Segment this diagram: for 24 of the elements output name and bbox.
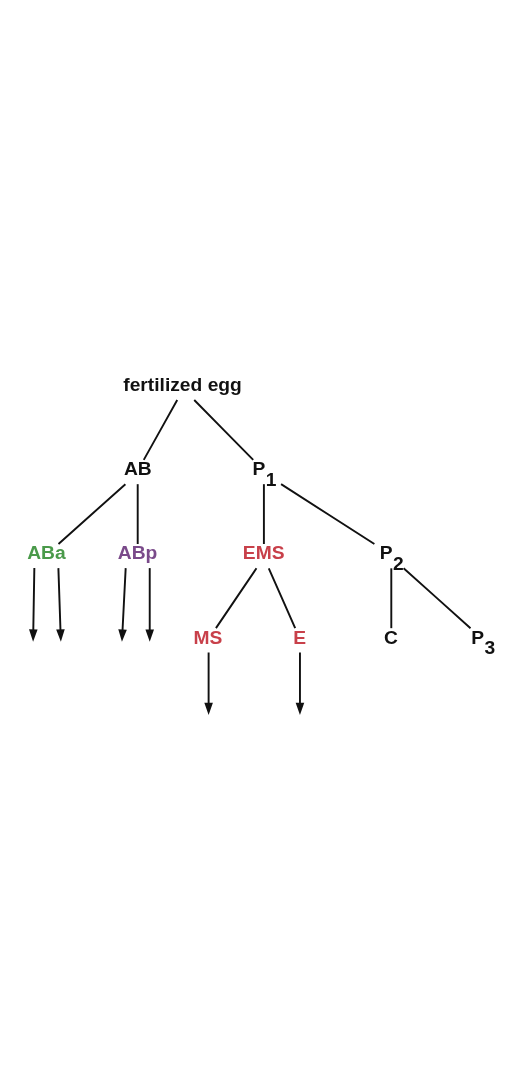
node-text: fertilized egg — [122, 373, 242, 395]
node-text: ABp — [117, 541, 157, 563]
connector — [136, 482, 139, 545]
arrow — [203, 651, 213, 715]
connector — [389, 566, 392, 629]
arrow — [28, 566, 38, 642]
connector — [262, 482, 265, 545]
connector — [214, 566, 257, 629]
arrow — [144, 566, 154, 642]
node-text: MS — [193, 626, 222, 648]
node-text: E — [292, 626, 306, 648]
node-text: C — [383, 626, 398, 648]
arrow — [117, 566, 127, 642]
connector — [279, 482, 375, 545]
node-text: ABa — [26, 541, 66, 563]
node-text: EMS — [242, 541, 285, 563]
connector — [142, 398, 178, 461]
arrow — [55, 566, 65, 642]
connector — [57, 482, 126, 545]
connector — [192, 398, 254, 461]
arrow — [295, 651, 304, 715]
connector — [402, 566, 471, 629]
connector — [267, 566, 296, 629]
node-text: AB — [123, 457, 152, 479]
